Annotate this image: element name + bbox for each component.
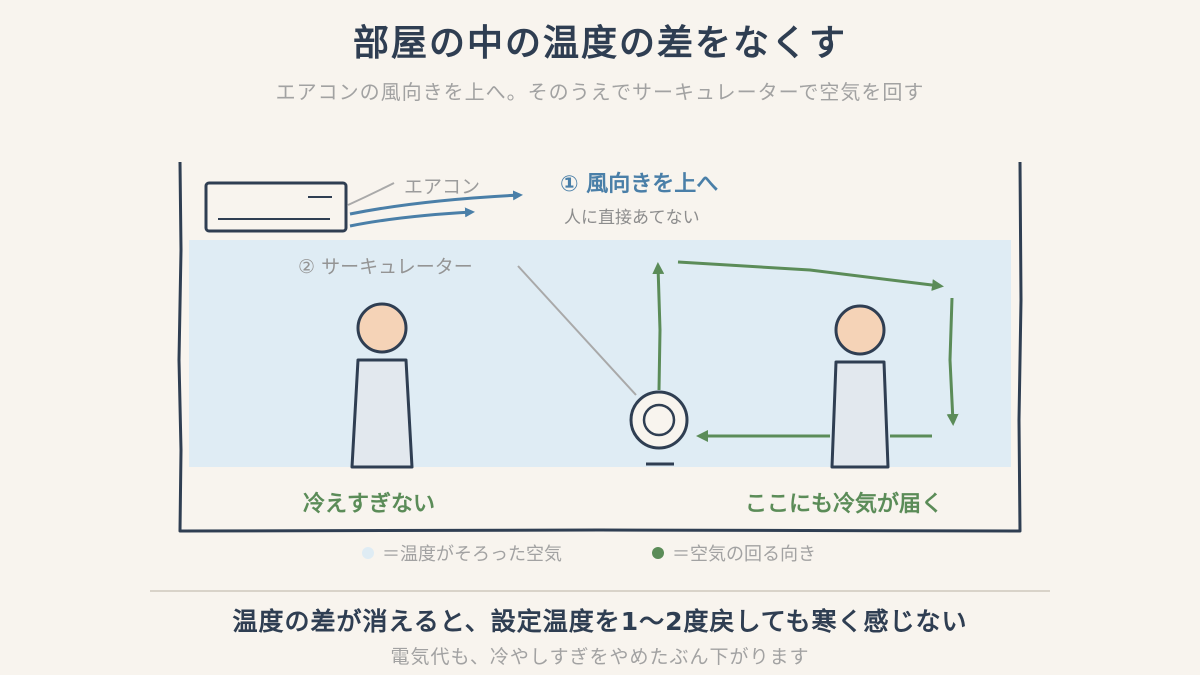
legend-item-even-air: ＝温度がそろった空気 — [362, 540, 562, 566]
footer-note: 電気代も、冷やしすぎをやめたぶん下がります — [390, 646, 810, 668]
legend-text-air-flow: ＝空気の回る向き — [672, 544, 816, 565]
legend-item-air-flow: ＝空気の回る向き — [652, 540, 816, 566]
legend-text-even-air: ＝温度がそろった空気 — [382, 544, 562, 565]
step1-note: 人に直接あてない — [564, 208, 700, 228]
right-person-caption: ここにも冷気が届く — [745, 492, 944, 517]
aircon-leader-line — [347, 182, 395, 206]
step2-label: ② サーキュレーター — [298, 256, 473, 278]
left-person-caption: 冷えすぎない — [303, 492, 436, 517]
circulator-leader-line — [517, 265, 637, 396]
aircon-icon — [204, 181, 348, 233]
aircon-label: エアコン — [404, 176, 481, 198]
person-icon — [830, 304, 890, 469]
air-circulation-loop — [652, 260, 959, 442]
footer-message: 温度の差が消えると、設定温度を1〜2度戻しても寒く感じない — [232, 607, 968, 636]
page-title: 部屋の中の温度の差をなくす — [352, 23, 847, 64]
step1-label: ① 風向きを上へ — [560, 172, 719, 197]
room-wall — [177, 161, 1023, 533]
person-icon — [350, 302, 414, 469]
wind-arrow-lower — [349, 207, 475, 228]
circulator-fan-icon — [629, 390, 689, 466]
wind-arrow-upper — [349, 190, 523, 216]
green-dot-icon — [652, 547, 664, 559]
page-subtitle: エアコンの風向きを上へ。そのうえでサーキュレーターで空気を回す — [275, 80, 925, 104]
light-blue-dot-icon — [362, 547, 374, 559]
